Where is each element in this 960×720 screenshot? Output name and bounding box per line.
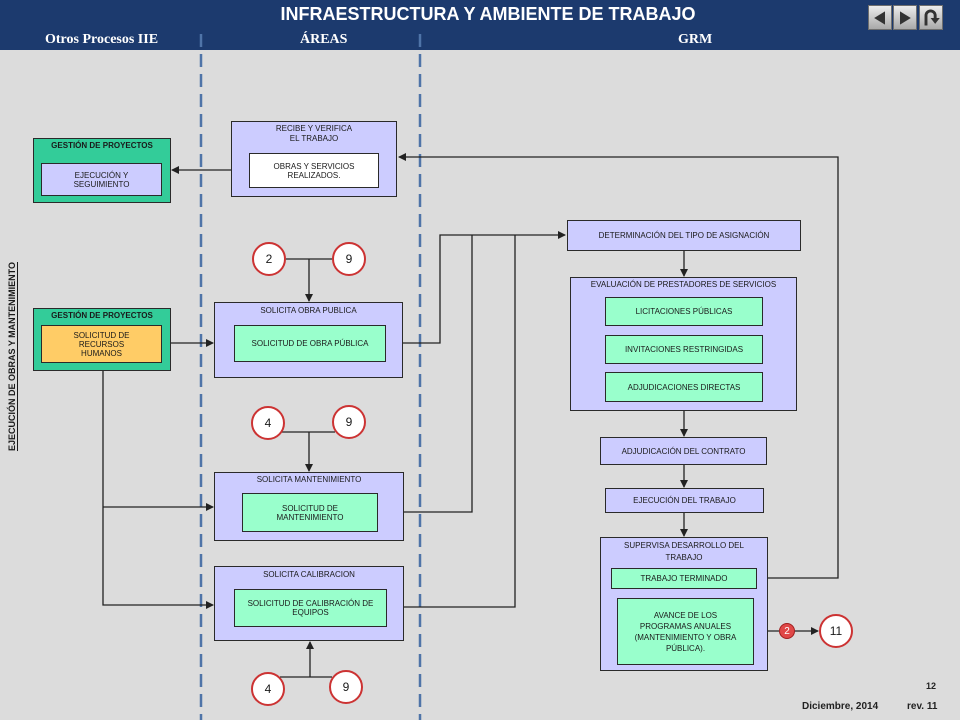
box-text-line: PÚBLICA). (665, 643, 706, 653)
supervisa-desarrollo-title: SUPERVISA DESARROLLO DEL TRABAJO (601, 540, 767, 564)
connector-obra-to-determinacion (386, 231, 566, 344)
obras-servicios-realizados-box: OBRAS Y SERVICIOS REALIZADOS. (249, 153, 379, 188)
box-text-line: MANTENIMIENTO (276, 512, 344, 522)
return-button[interactable] (919, 5, 943, 30)
evaluacion-prestadores-box: EVALUACIÓN DE PRESTADORES DE SERVICIOS L… (570, 277, 797, 411)
process-ref-circle: 2 (252, 242, 286, 276)
box-text-line: DETERMINACIÓN DEL TIPO DE ASIGNACIÓN (598, 231, 770, 240)
adjudicaciones-directas-box: ADJUDICACIONES DIRECTAS (605, 372, 763, 402)
box-text-line: INVITACIONES RESTRINGIDAS (624, 345, 744, 354)
process-ref-circle: 9 (332, 405, 366, 439)
connector-gestion-to-calibracion (102, 371, 214, 609)
connector-calibracion-to-determinacion (387, 235, 516, 608)
box-text-line: LICITACIONES PÚBLICAS (635, 307, 733, 316)
supervisa-desarrollo-box: SUPERVISA DESARROLLO DEL TRABAJO TRABAJO… (600, 537, 768, 671)
box-text-line: OBRAS Y SERVICIOS (273, 161, 355, 171)
box-text-line: SEGUIMIENTO (73, 179, 130, 189)
gestion-proyectos-title: GESTIÓN DE PROYECTOS (51, 141, 153, 150)
gestion-proyectos-box-1: GESTIÓN DE PROYECTOS EJECUCIÓN Y SEGUIMI… (33, 138, 171, 203)
solicitud-recursos-humanos-box: SOLICITUD DE RECURSOS HUMANOS (41, 325, 162, 363)
box-text-line: EJECUCIÓN Y (74, 170, 129, 180)
title-line: RECIBE Y VERIFICA (275, 124, 353, 133)
solicita-obra-publica-title: SOLICITA OBRA PUBLICA (260, 306, 357, 315)
process-ref-circle: 4 (251, 672, 285, 706)
process-ref-circle: 9 (329, 670, 363, 704)
process-side-label: EJECUCIÓN DE OBRAS Y MANTENIMIENTO (7, 262, 17, 452)
recibe-verifica-box: RECIBE Y VERIFICA EL TRABAJO OBRAS Y SER… (231, 121, 397, 197)
box-text-line: REALIZADOS. (287, 170, 341, 180)
avance-ref-badge: 2 (779, 623, 795, 639)
box-text-line: SOLICITUD DE CALIBRACIÓN DE (247, 599, 374, 608)
box-text-line: (MANTENIMIENTO Y OBRA (634, 632, 737, 642)
page-number: 12 (926, 681, 937, 691)
column-header-otros-procesos: Otros Procesos IIE (45, 32, 159, 47)
page-title: INFRAESTRUCTURA Y AMBIENTE DE TRABAJO (280, 4, 696, 24)
process-ref-circle: 9 (332, 242, 366, 276)
box-text-line: HUMANOS (81, 348, 122, 358)
box-text-line: ADJUDICACIONES DIRECTAS (627, 382, 741, 392)
box-text-line: RECURSOS (78, 339, 125, 349)
invitaciones-restringidas-box: INVITACIONES RESTRINGIDAS (605, 335, 763, 364)
licitaciones-publicas-box: LICITACIONES PÚBLICAS (605, 297, 763, 326)
next-process-ref-circle: 11 (819, 614, 853, 648)
ejecucion-trabajo-box: EJECUCIÓN DEL TRABAJO (605, 488, 764, 513)
process-ref-circle: 4 (251, 406, 285, 440)
connector-mantenimiento-to-determinacion (378, 235, 473, 513)
evaluacion-prestadores-title: EVALUACIÓN DE PRESTADORES DE SERVICIOS (590, 280, 777, 289)
title-line: EL TRABAJO (289, 134, 339, 143)
box-text-line: PROGRAMAS ANUALES (639, 621, 732, 631)
gestion-proyectos-title: GESTIÓN DE PROYECTOS (51, 311, 153, 320)
box-text-line: EJECUCIÓN DEL TRABAJO (633, 496, 736, 505)
determinacion-asignacion-box: DETERMINACIÓN DEL TIPO DE ASIGNACIÓN (567, 220, 801, 251)
solicitud-calibracion-box: SOLICITUD DE CALIBRACIÓN DE EQUIPOS (234, 589, 387, 627)
prev-slide-button[interactable] (868, 5, 892, 30)
box-text-line: TRABAJO TERMINADO (640, 574, 728, 583)
title-line: TRABAJO (665, 553, 703, 562)
connector-terminado-to-recibe (398, 153, 839, 579)
solicita-mantenimiento-box: SOLICITA MANTENIMIENTO SOLICITUD DE MANT… (214, 472, 404, 541)
u-turn-icon (924, 9, 940, 25)
box-text-line: SOLICITUD DE (73, 330, 130, 340)
box-text-line: EQUIPOS (292, 608, 329, 617)
next-slide-button[interactable] (893, 5, 917, 30)
recibe-verifica-title: RECIBE Y VERIFICA EL TRABAJO (232, 124, 396, 144)
header-bar: INFRAESTRUCTURA Y AMBIENTE DE TRABAJO Ot… (0, 0, 960, 50)
solicita-calibracion-box: SOLICITA CALIBRACION SOLICITUD DE CALIBR… (214, 566, 404, 641)
trabajo-terminado-box: TRABAJO TERMINADO (611, 568, 757, 589)
column-header-areas: ÁREAS (300, 32, 348, 47)
ejecucion-seguimiento-box: EJECUCIÓN Y SEGUIMIENTO (41, 163, 162, 196)
gestion-proyectos-box-2: GESTIÓN DE PROYECTOS SOLICITUD DE RECURS… (33, 308, 171, 371)
solicita-mantenimiento-title: SOLICITA MANTENIMIENTO (256, 475, 362, 484)
title-line: SUPERVISA DESARROLLO DEL (624, 541, 744, 550)
footer-revision: rev. 11 (907, 701, 938, 712)
footer-date: Diciembre, 2014 (802, 701, 879, 712)
solicita-calibracion-title: SOLICITA CALIBRACION (263, 570, 355, 579)
adjudicacion-contrato-box: ADJUDICACIÓN DEL CONTRATO (600, 437, 767, 465)
box-text-line: ADJUDICACIÓN DEL CONTRATO (621, 446, 746, 456)
solicitud-mantenimiento-box: SOLICITUD DE MANTENIMIENTO (242, 493, 378, 532)
box-text-line: SOLICITUD DE (281, 503, 338, 513)
avance-programas-box: AVANCE DE LOS PROGRAMAS ANUALES (MANTENI… (617, 598, 754, 665)
solicita-obra-publica-box: SOLICITA OBRA PUBLICA SOLICITUD DE OBRA … (214, 302, 403, 378)
column-header-grm: GRM (678, 32, 713, 47)
triangle-right-icon (900, 10, 911, 25)
solicitud-obra-publica-box: SOLICITUD DE OBRA PÚBLICA (234, 325, 386, 362)
triangle-left-icon (874, 10, 885, 25)
box-text-line: SOLICITUD DE OBRA PÚBLICA (251, 339, 369, 348)
box-text-line: AVANCE DE LOS (653, 610, 718, 620)
